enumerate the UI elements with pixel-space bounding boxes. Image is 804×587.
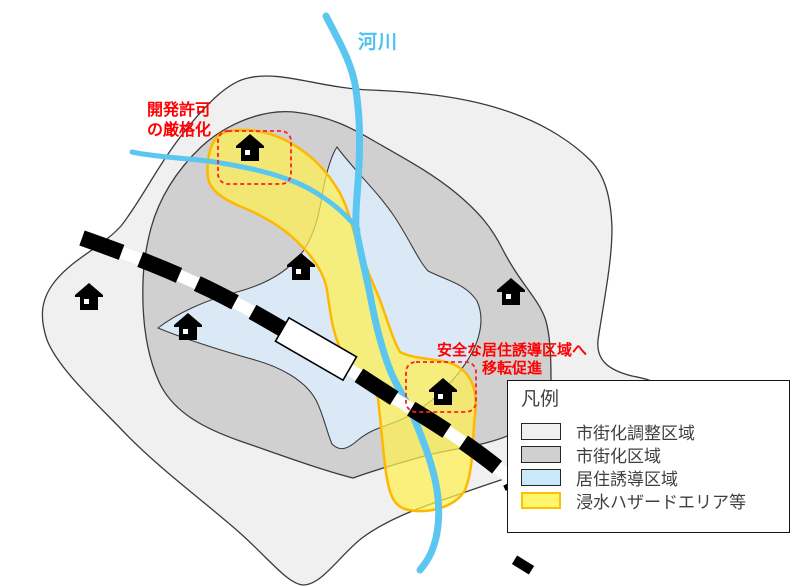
legend-row-residence-guidance: 居住誘導区域 [521, 469, 789, 489]
legend-row-urbanization-area: 市街化区域 [521, 446, 789, 466]
legend-title: 凡例 [521, 389, 560, 410]
legend-swatch-flood-hazard [521, 492, 561, 509]
legend-row-control-area: 市街化調整区域 [521, 423, 789, 443]
legend-row-flood-hazard: 浸水ハザードエリア等 [521, 492, 789, 512]
annotation-relocation-promotion: 安全な居住誘導区域へ 移転促進 [436, 342, 587, 378]
highlight-box-relocation [405, 361, 477, 413]
legend-label: 市街化調整区域 [576, 424, 695, 443]
legend-label: 浸水ハザードエリア等 [576, 493, 746, 512]
legend-box: 凡例 市街化調整区域 市街化区域 居住誘導区域 浸水ハザードエリア等 [507, 380, 790, 533]
annotation-development-permit: 開発許可 の厳格化 [146, 102, 211, 139]
river-line [322, 12, 443, 574]
station-rect [274, 316, 358, 382]
railway-dash-south [511, 555, 535, 575]
river-tributary [129, 149, 361, 233]
legend-swatch-urbanization-area [521, 446, 561, 463]
legend-swatch-residence-guidance [521, 469, 561, 486]
highlight-box-development [217, 130, 292, 185]
legend-swatch-control-area [521, 423, 561, 440]
river-label: 河川 [358, 32, 399, 53]
legend-label: 居住誘導区域 [576, 470, 678, 489]
legend-label: 市街化区域 [576, 447, 661, 466]
